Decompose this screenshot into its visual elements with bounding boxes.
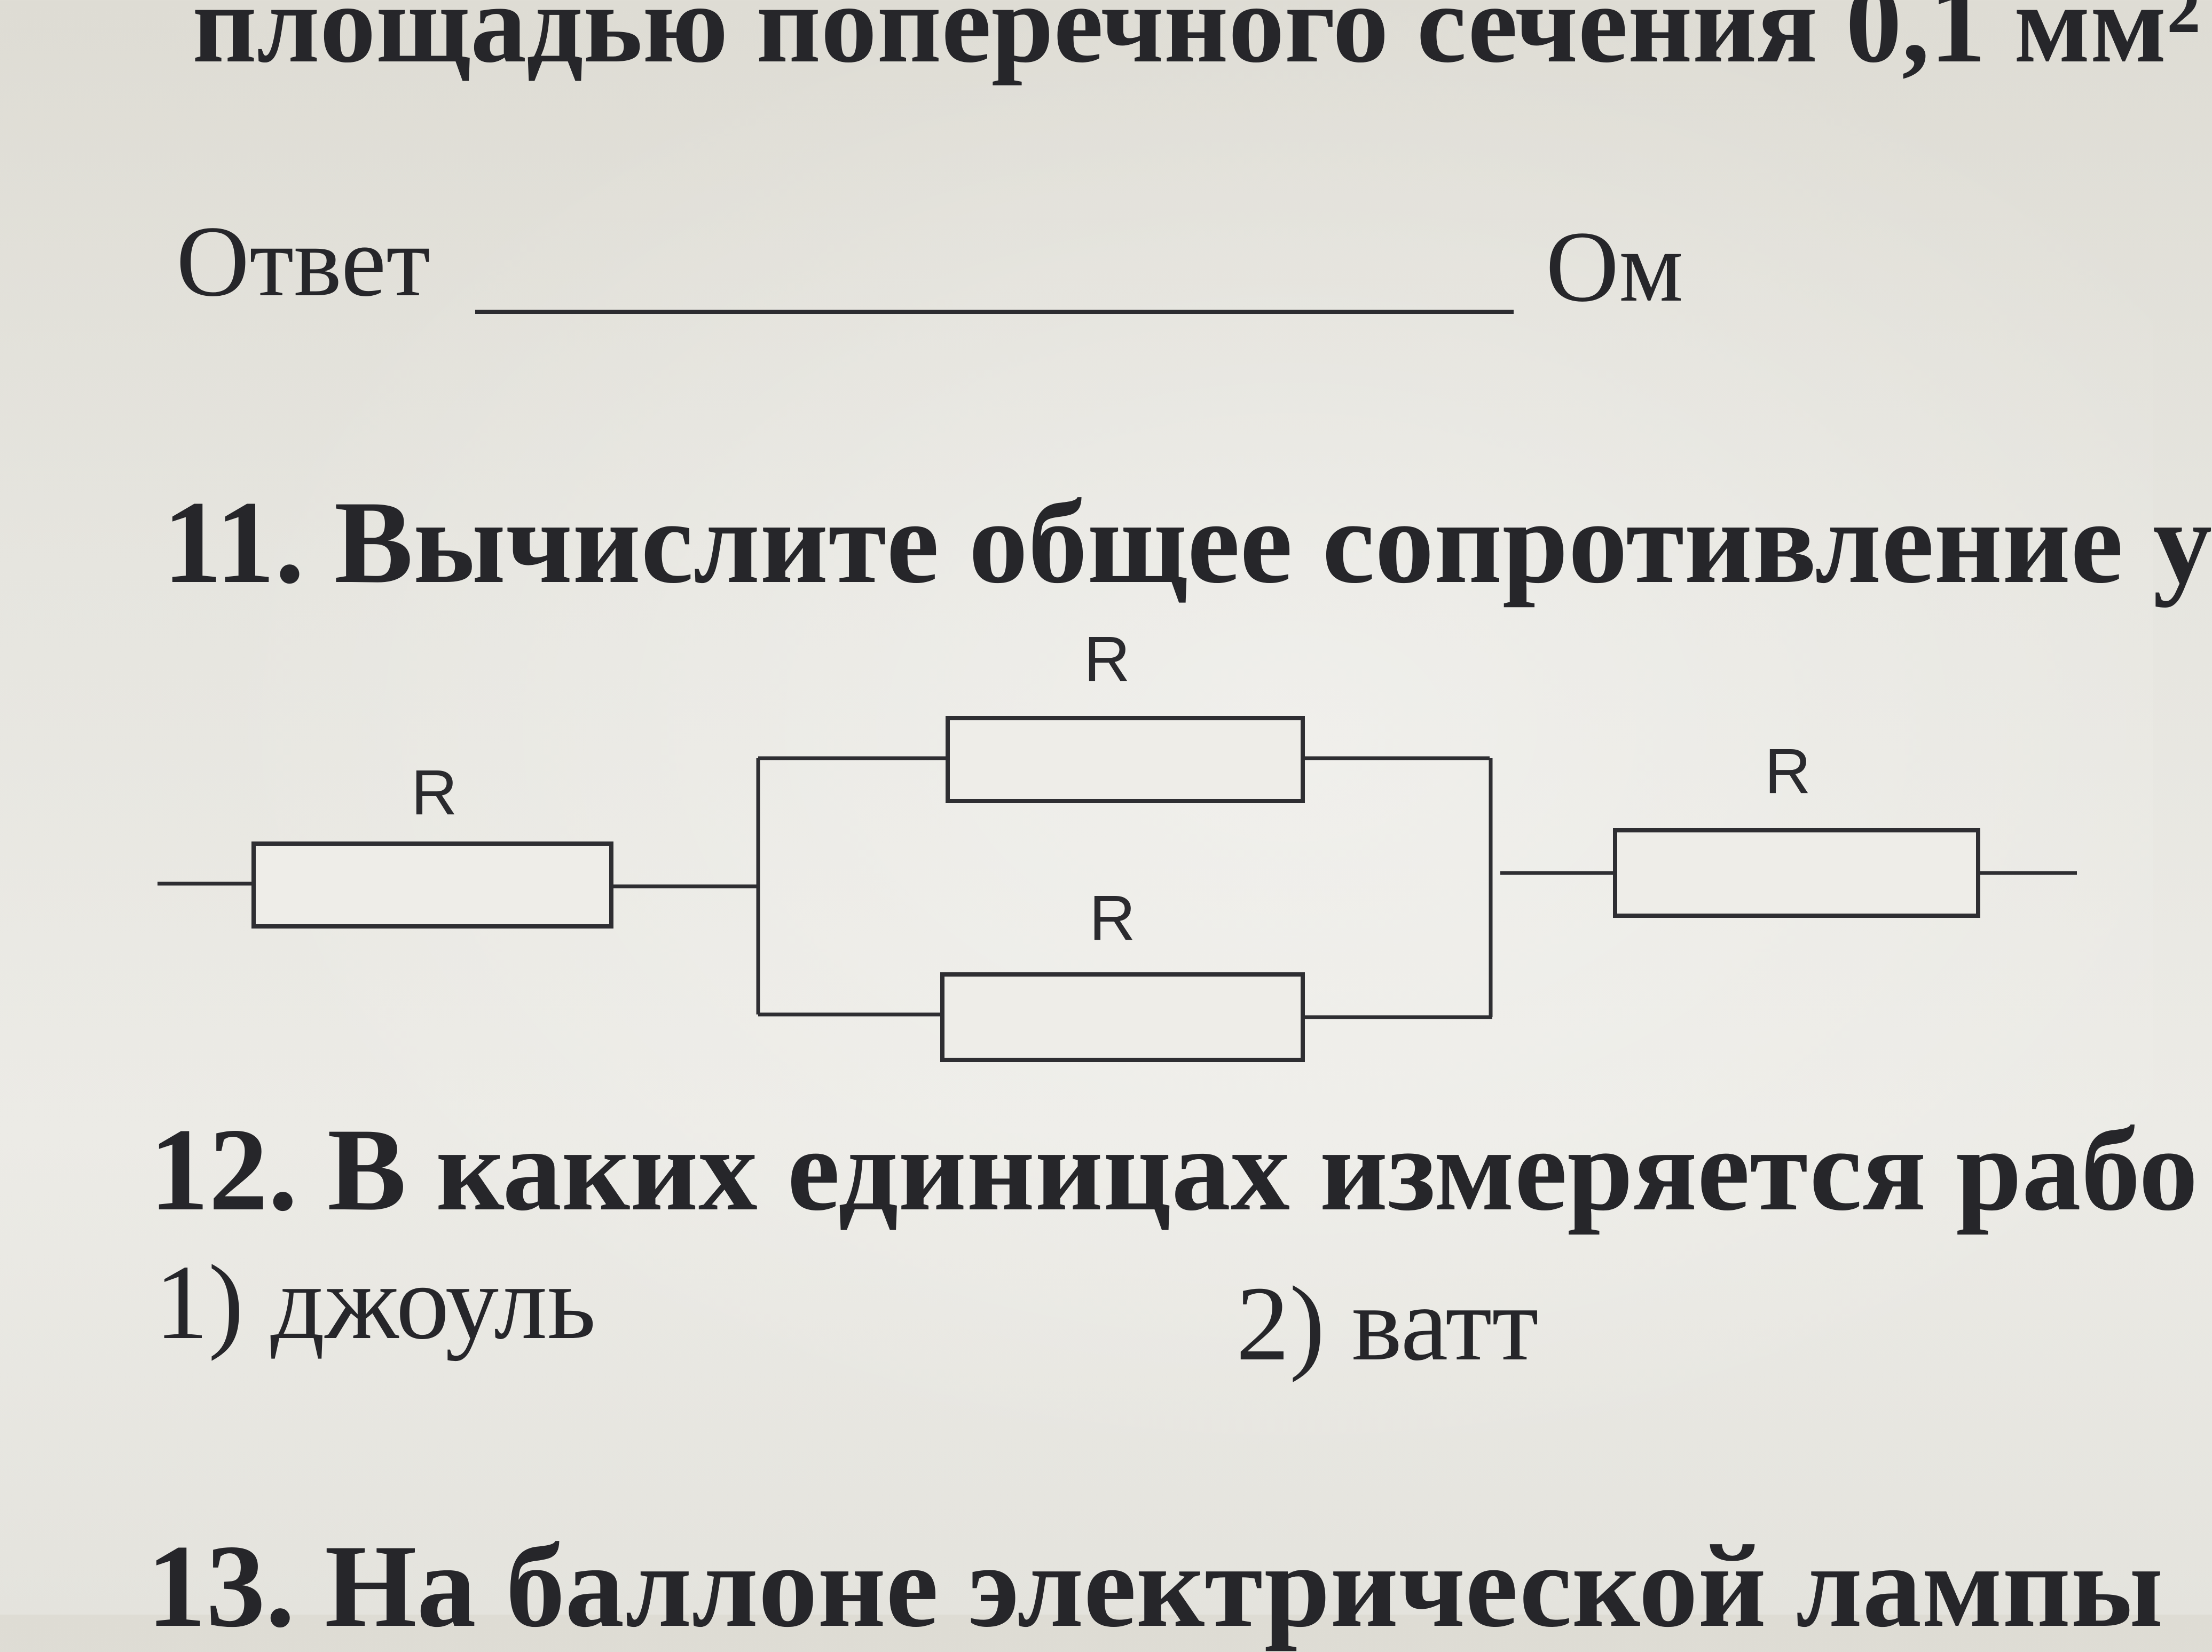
answer-blank-line[interactable]	[475, 310, 1514, 314]
answer-label: Ответ	[176, 206, 431, 318]
question-11: 11. Вычислите общее сопротивление у	[163, 477, 2212, 608]
answer-unit: Ом	[1546, 211, 1683, 323]
resistor-left-label: R	[411, 757, 458, 828]
question-13: 13. На баллоне электрической лампы	[147, 1521, 2163, 1652]
resistor-right	[1613, 828, 1980, 918]
question-12-option-2: 2) ватт	[1236, 1265, 1539, 1383]
resistor-parallel-bottom	[940, 972, 1305, 1062]
resistor-parallel-top	[946, 716, 1305, 803]
resistor-parallel-top-label: R	[1084, 623, 1130, 695]
resistor-parallel-bottom-label: R	[1089, 882, 1136, 954]
previous-question-tail: площадью поперечного сечения 0,1 мм²	[192, 0, 2200, 86]
question-12: 12. В каких единицах измеряется рабо	[149, 1104, 2198, 1236]
resistor-right-label: R	[1765, 735, 1811, 807]
resistor-left	[251, 841, 613, 929]
question-12-option-1: 1) джоуль	[155, 1244, 596, 1362]
circuit-diagram: R R R R	[158, 623, 2077, 1062]
